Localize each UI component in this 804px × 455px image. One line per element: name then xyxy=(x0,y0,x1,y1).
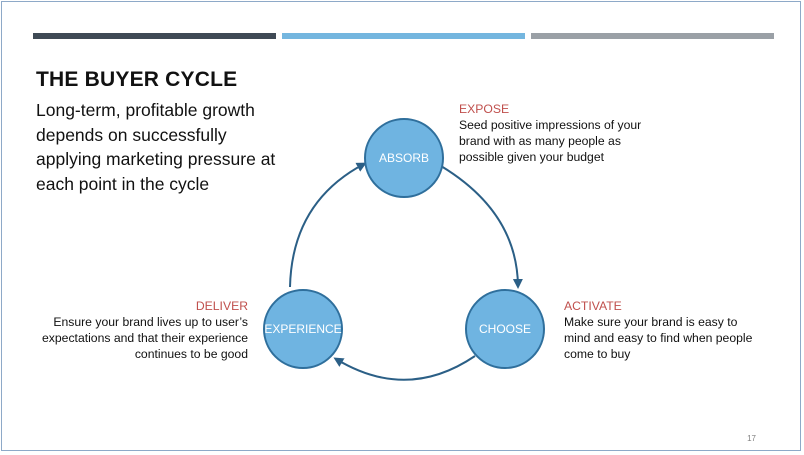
arrow-absorb-to-choose xyxy=(440,165,523,289)
header-bar-dark xyxy=(33,33,276,39)
header-bar-gray xyxy=(531,33,774,39)
node-absorb: ABSORB xyxy=(364,118,444,198)
activate-annotation: ACTIVATE Make sure your brand is easy to… xyxy=(564,298,764,362)
deliver-text: Ensure your brand lives up to user’s exp… xyxy=(42,315,248,361)
slide-subtitle: Long-term, profitable growth depends on … xyxy=(36,100,276,194)
node-choose-label: CHOOSE xyxy=(478,322,531,336)
activate-heading: ACTIVATE xyxy=(564,299,622,313)
node-absorb-label: ABSORB xyxy=(378,151,429,165)
activate-text: Make sure your brand is easy to mind and… xyxy=(564,315,753,361)
deliver-heading: DELIVER xyxy=(195,299,248,313)
expose-annotation: EXPOSE Seed positive impressions of your… xyxy=(459,101,659,165)
expose-heading: EXPOSE xyxy=(459,102,510,116)
expose-text: Seed positive impressions of your brand … xyxy=(459,118,642,164)
slide-title: THE BUYER CYCLE xyxy=(36,68,238,91)
arrow-experience-to-absorb xyxy=(289,162,367,288)
node-choose: CHOOSE xyxy=(465,289,545,369)
node-experience-label: EXPERIENCE xyxy=(264,322,342,336)
deliver-annotation: DELIVER Ensure your brand lives up to us… xyxy=(42,298,248,362)
header-bar-blue xyxy=(282,33,525,39)
node-experience: EXPERIENCE xyxy=(263,289,343,369)
arrow-choose-to-experience xyxy=(333,355,476,381)
page-number: 17 xyxy=(747,434,756,443)
